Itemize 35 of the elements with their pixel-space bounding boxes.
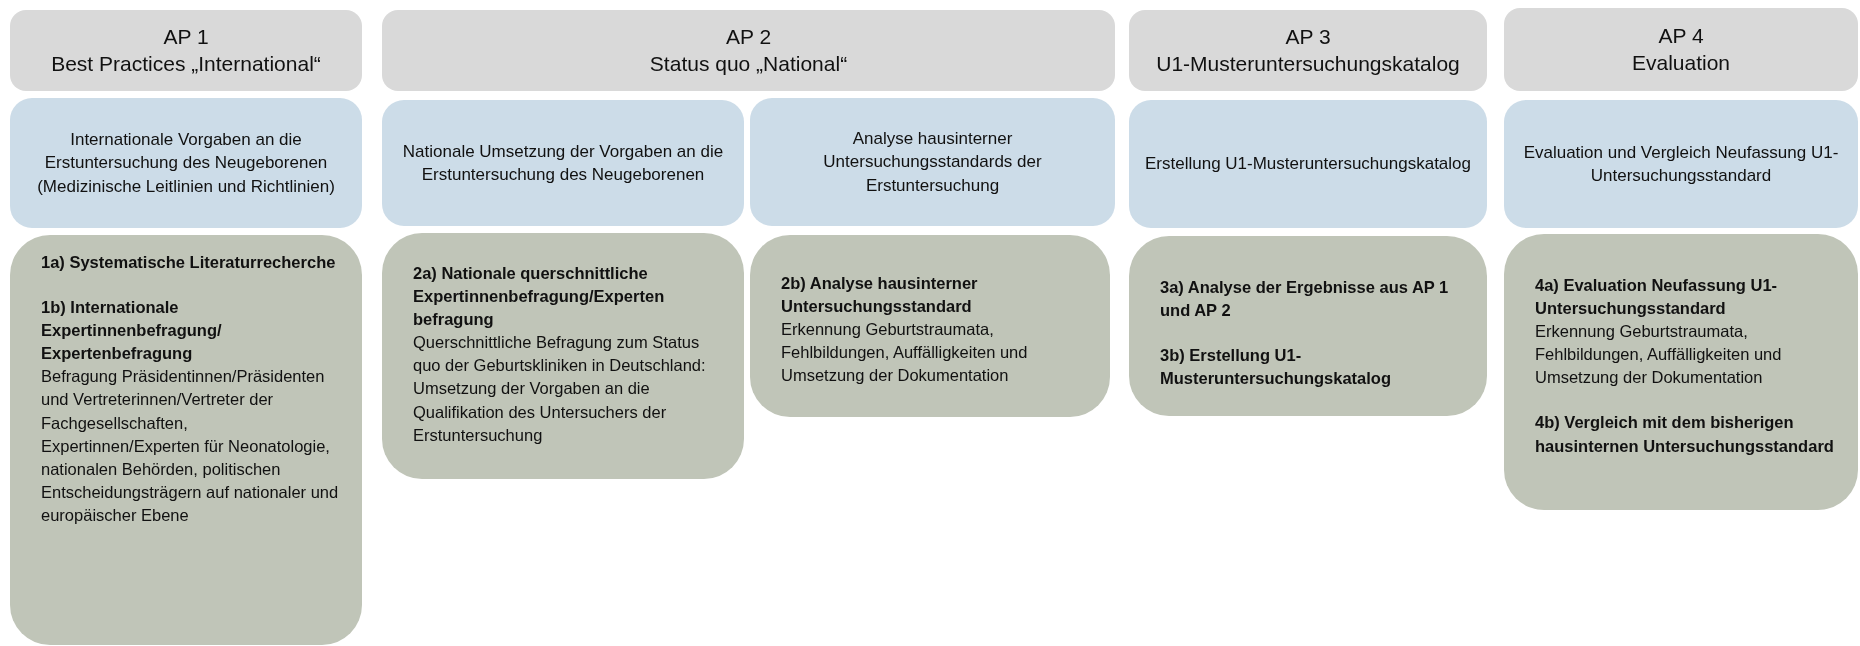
task-text: 3b) Erstellung U1-Musteruntersuchungskatalog (1160, 345, 1393, 390)
package-title: Evaluation (1631, 49, 1731, 76)
task-box (1504, 234, 1858, 510)
package-number: AP 1 (163, 24, 209, 51)
task-text: 1a) Systematische Literaturrecherche (41, 252, 337, 273)
package-number: AP 4 (1658, 23, 1704, 50)
task-box (750, 235, 1110, 417)
topic-text: Evaluation und Vergleich Neufassung U1-Untersuchungsstandard (1522, 141, 1840, 187)
package-number: AP 3 (1285, 24, 1331, 51)
topic-box (10, 98, 362, 228)
topic-box (1504, 100, 1858, 228)
topic-text: Erstellung U1-Musteruntersuchungskatalog (1145, 153, 1471, 176)
topic-box (382, 100, 744, 226)
topic-box (1129, 100, 1487, 228)
package-title: U1-Musteruntersuchungskatalog (1156, 50, 1460, 77)
task-text: 3a) Analyse der Ergebnisse aus AP 1 und AP 2 (1160, 277, 1450, 322)
topic-text: Analyse hausinterner Untersuchungsstandards der Erstuntersuchung (822, 127, 1043, 197)
topic-box (750, 98, 1115, 226)
topic-text: Nationale Umsetzung der Vorgaben an die Erstuntersuchung des Neugeborenen (401, 140, 725, 186)
package-title: Status quo „National“ (649, 50, 848, 77)
work-package-header (1129, 10, 1487, 91)
topic-text: Internationale Vorgaben an die Erstuntersuchung des Neugeborenen (Medizinische Leitlinien und Richtlinien) (36, 128, 336, 198)
task-text: 4b) Vergleich mit dem bisherigen hausinternen Untersuchungsstandard (1535, 412, 1835, 457)
task-box (382, 233, 744, 479)
package-title: Best Practices „International“ (51, 50, 321, 77)
work-package-header (382, 10, 1115, 91)
work-package-header (1504, 8, 1858, 91)
task-text: 1b) Internationale Expertinnenbefragung/ Expertenbefragung Befragung Präsidentinnen/Präsidenten und Vertreterinnen/Vertreter der Fachgesellschaften, Expertinnen/Experten für Neonatologie, nationalen Behörden, politischen Entscheidungsträgern auf nationaler und europäischer Ebene (41, 297, 340, 526)
task-box (1129, 236, 1487, 416)
task-text: 2b) Analyse hausinterner Untersuchungsstandard Erkennung Geburtstraumata, Fehlbildungen, Auffälligkeiten und Umsetzung der Dokumentation (781, 273, 1029, 387)
task-text: 2a) Nationale querschnittliche Expertinnenbefragung/Experten befragung Querschnittliche Befragung zum Status quo der Geburtskliniken in Deutschland: Umsetzung der Vorgaben an die Qualifikation des Untersuchers der Erstuntersuchung (413, 263, 707, 446)
task-box (10, 235, 362, 645)
task-text: 4a) Evaluation Neufassung U1-Untersuchungsstandard Erkennung Geburtstraumata, Fehlbildungen, Auffälligkeiten und Umsetzung der Dokumentation (1535, 275, 1783, 389)
package-number: AP 2 (725, 24, 772, 51)
work-package-header (10, 10, 362, 91)
